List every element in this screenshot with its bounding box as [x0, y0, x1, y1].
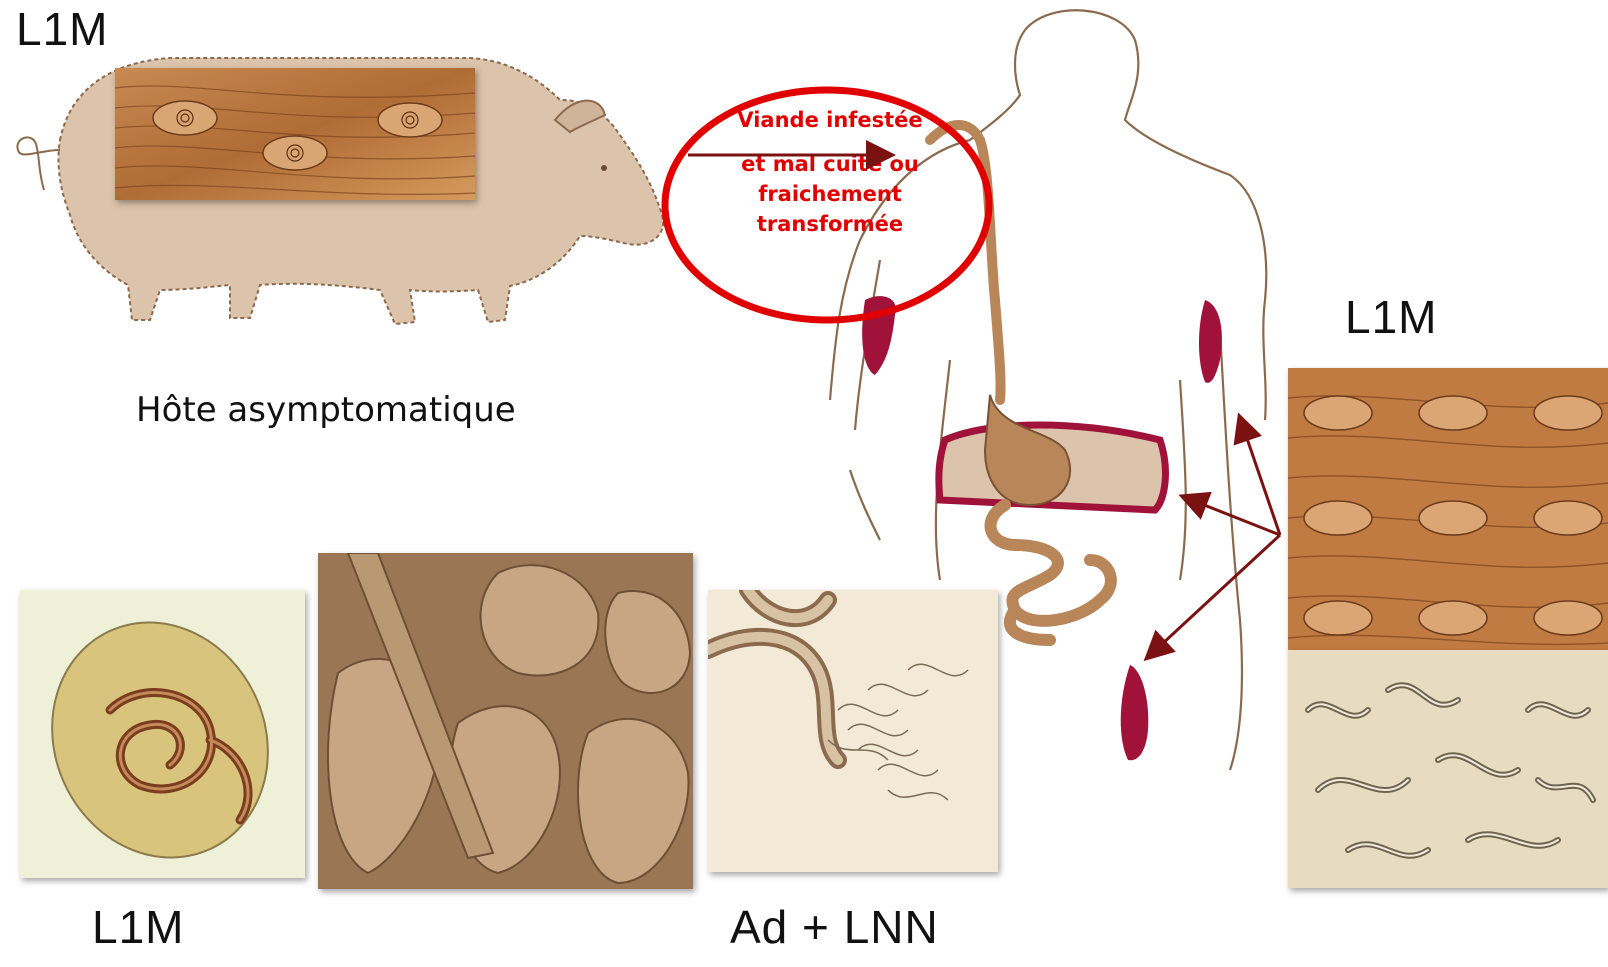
arrow-to-leg — [1148, 535, 1280, 657]
arrow-to-arm — [1240, 418, 1280, 535]
adult-and-newborn-larvae-photo — [708, 590, 998, 872]
intestinal-villi-sem-photo — [318, 553, 693, 889]
encysted-larva-photo — [20, 590, 305, 878]
right-muscle-cyst-photo — [1288, 368, 1608, 650]
arrow-to-diaphragm — [1184, 497, 1280, 535]
right-larvae-photo — [1288, 650, 1608, 888]
